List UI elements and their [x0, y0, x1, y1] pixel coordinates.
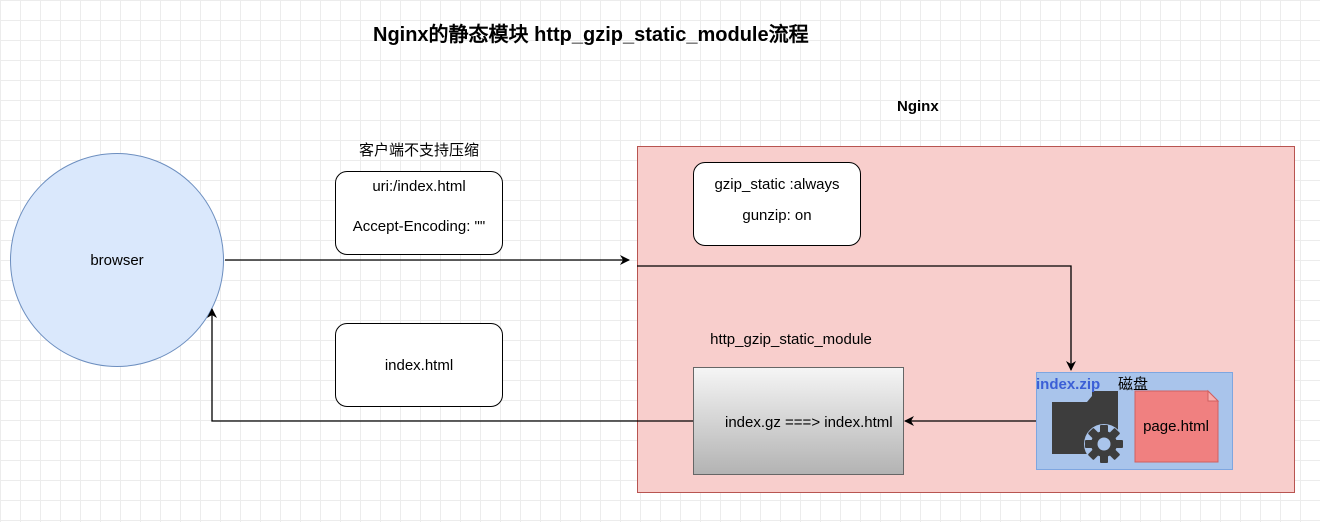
request-uri: uri:/index.html [372, 178, 466, 195]
module-process: index.gz ===> index.html [725, 414, 893, 431]
config-box: gzip_static :always gunzip: on [693, 162, 861, 246]
request-box: uri:/index.html Accept-Encoding: "" [335, 171, 503, 255]
response-label: index.html [384, 356, 454, 374]
response-box: index.html [335, 323, 503, 407]
request-accept-encoding: Accept-Encoding: "" [352, 218, 486, 235]
request-note: 客户端不支持压缩 [358, 141, 479, 159]
folder-gear-icon [1052, 391, 1124, 464]
browser-label: browser [90, 251, 144, 269]
zip-file-label: index.zip [1036, 376, 1101, 393]
module-label: http_gzip_static_module [710, 331, 872, 348]
browser-node: browser [10, 153, 224, 367]
disk-label: 磁盘 [1118, 375, 1149, 393]
response-arrow [207, 308, 693, 422]
config-gunzip: gunzip: on [742, 207, 812, 224]
module-box: index.gz ===> index.html [693, 367, 904, 475]
nginx-to-disk-arrow [637, 265, 1076, 371]
config-gzip-static: gzip_static :always [714, 176, 840, 193]
page-document-icon [1134, 389, 1220, 463]
page-file-label: page.html [1143, 418, 1209, 435]
diagram-title: Nginx的静态模块 http_gzip_static_module流程 [373, 24, 809, 46]
nginx-label: Nginx [897, 98, 939, 115]
